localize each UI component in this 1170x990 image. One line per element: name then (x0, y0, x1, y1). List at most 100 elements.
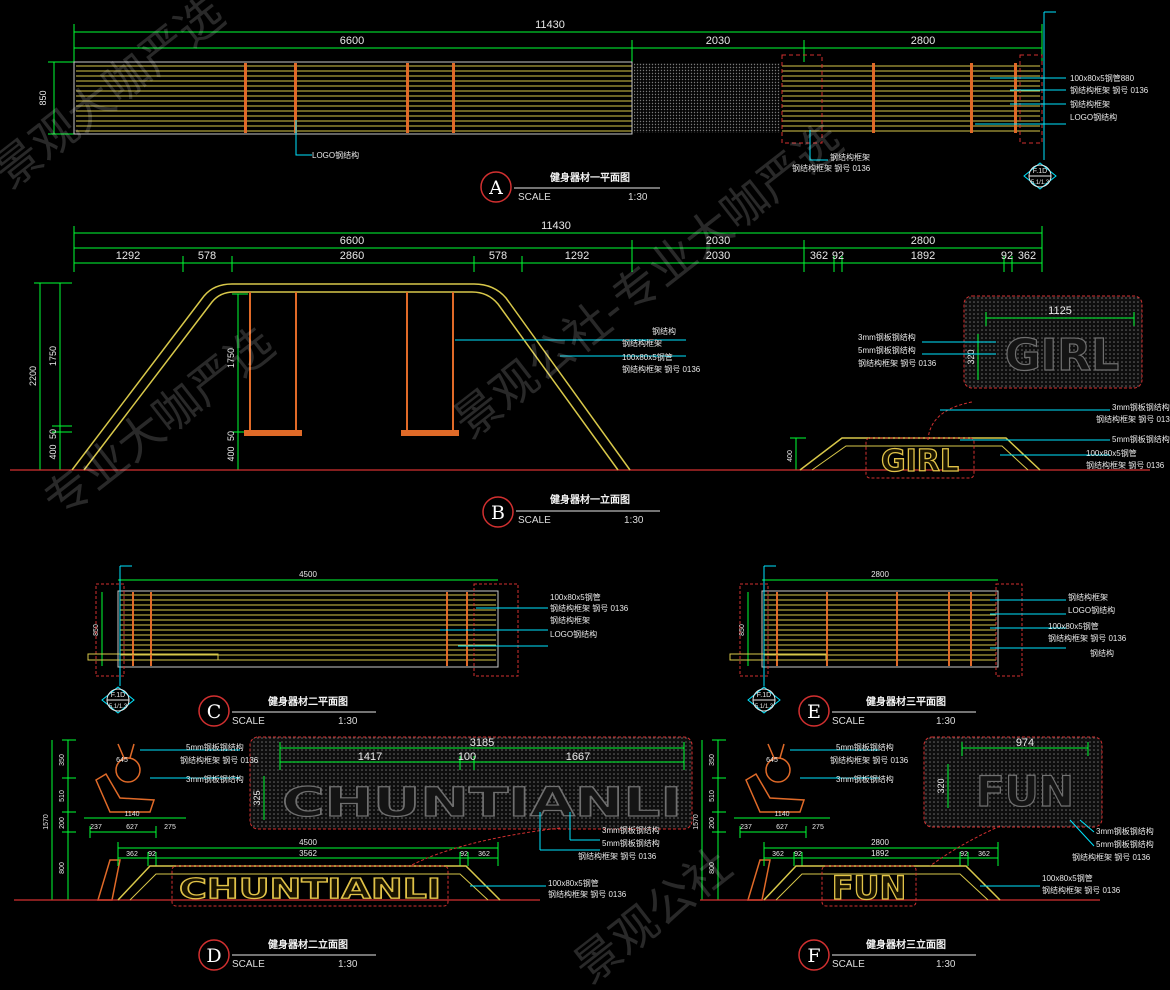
a-view-letter: A (488, 177, 503, 199)
b-frame (71, 283, 631, 471)
b-note-4: 钢结构框架 钢号 0136 (622, 364, 701, 374)
c-slats (120, 594, 496, 661)
d-v-200: 200 (59, 817, 66, 829)
d-note-2: 钢结构框架 钢号 0136 (180, 755, 259, 765)
br-note-5: 钢结构框架 钢号 0136 (1086, 460, 1165, 470)
watermark-3: 景观公社-专业大咖严选 (444, 113, 853, 449)
b-scale-label: SCALE (518, 515, 551, 526)
f-view-letter: F (807, 945, 820, 967)
b-dim-400: 400 (48, 444, 58, 459)
f-note-7: 100x80x5钢管 (1042, 873, 1093, 883)
e-note-1: 钢结构框架 (1068, 592, 1108, 602)
f-panel-w: 974 (1016, 737, 1034, 749)
b-view-title: 健身器材一立面图 (550, 493, 630, 506)
f-v-800: 800 (709, 862, 716, 874)
a-outline-left (73, 61, 633, 135)
c-scale-label: SCALE (232, 716, 265, 727)
girl-detail: 1125 320 GIRL 3mm钢板钢结构 5mm钢板钢结构 钢结构框架 钢号… (858, 295, 1143, 389)
f-sign-outline (821, 865, 917, 907)
b-note-1: 钢结构 (652, 326, 676, 336)
a-scale-label: SCALE (518, 192, 551, 203)
a-outline-end (1019, 54, 1043, 144)
f-sign: FUN (832, 869, 907, 907)
girl-dim-width: 1125 (1048, 305, 1072, 317)
chuntianli-detail: 3185 1417 100 1667 325 CHUNTIANLI (249, 736, 693, 867)
b-sub-1892: 1892 (911, 250, 935, 262)
d-panel-1667: 1667 (566, 751, 590, 763)
d-title-block: D 健身器材二立面图 SCALE 1:30 (198, 938, 376, 971)
d-panel-text: CHUNTIANLI (282, 780, 682, 826)
view-a-plan: 11430 6600 2030 2800 850 LOGO钢结构 (38, 11, 1149, 203)
a-note-2: 钢结构框架 钢号 0136 (1070, 85, 1149, 95)
b-sub-578b: 578 (489, 250, 507, 262)
c-note-3: 钢结构框架 (550, 615, 590, 625)
e-view-letter: E (807, 701, 821, 723)
girl-sign-outline (865, 437, 975, 479)
b-sub-2030: 2030 (706, 250, 730, 262)
c-title-block: C 健身器材二平面图 SCALE 1:30 (198, 695, 376, 727)
view-c-plan: 4500 850 100x80x5钢管 钢结构框架 钢号 0136 钢结构框架 … (87, 565, 629, 727)
f-note-8: 钢结构框架 钢号 0136 (1042, 885, 1121, 895)
f-title-block: F 健身器材三立面图 SCALE 1:30 (798, 938, 976, 971)
b-view-letter: B (491, 502, 505, 524)
d-view-letter: D (206, 945, 221, 967)
d-seat-627: 627 (126, 824, 138, 831)
e-dim-length: 2800 (871, 570, 889, 579)
f-seat-275: 275 (812, 824, 824, 831)
d-92b: 92 (460, 851, 468, 858)
e-scale-label: SCALE (832, 716, 865, 727)
b-sub-92a: 92 (832, 250, 844, 262)
e-slats (764, 594, 996, 661)
f-note-2: 钢结构框架 钢号 0136 (830, 755, 909, 765)
f-92a: 92 (794, 851, 802, 858)
girl-sign: GIRL (881, 444, 959, 479)
a-mid-note-1: 钢结构框架 (830, 152, 870, 162)
f-seat-237: 237 (740, 824, 752, 831)
d-note-7: 100x80x5钢管 (548, 878, 599, 888)
f-panel-text: FUN (976, 767, 1074, 816)
d-note-5: 5mm钢板钢结构 (602, 838, 660, 848)
a-dim-seg3: 2800 (911, 35, 935, 47)
b-sub-362b: 362 (1018, 250, 1036, 262)
d-sign-outline (171, 865, 449, 907)
d-note-1: 5mm钢板钢结构 (186, 742, 244, 752)
b-inner-1750: 1750 (226, 348, 236, 368)
fun-detail: 974 320 FUN (923, 736, 1103, 867)
c-scale-value: 1:30 (338, 716, 358, 727)
d-scale-label: SCALE (232, 959, 265, 970)
b-inner-50: 50 (226, 431, 236, 441)
a-posts (244, 63, 1017, 133)
f-v-350: 350 (709, 754, 716, 766)
f-seat-w: 1140 (774, 811, 789, 818)
e-note-4: 钢结构框架 钢号 0136 (1048, 633, 1127, 643)
d-note-3: 3mm钢板钢结构 (186, 774, 244, 784)
f-note-3: 3mm钢板钢结构 (836, 774, 894, 784)
f-92b: 92 (960, 851, 968, 858)
f-scale-label: SCALE (832, 959, 865, 970)
e-note-3: 100x80x5钢管 (1048, 621, 1099, 631)
br-note-2: 钢结构框架 钢号 0136 (1096, 414, 1170, 424)
c-dim-length: 4500 (299, 570, 317, 579)
d-sign: CHUNTIANLI (179, 872, 441, 905)
watermarks: 景观大咖严选 专业大咖严选 景观公社-专业大咖严选 景观公社 (0, 0, 852, 990)
e-view-title: 健身器材三平面图 (866, 695, 946, 708)
f-panel-h: 320 (936, 778, 946, 793)
d-panel-100: 100 (458, 751, 476, 763)
b-inner-400: 400 (226, 446, 236, 461)
a-view-title: 健身器材一平面图 (550, 171, 630, 184)
a-dim-height: 850 (38, 90, 48, 105)
f-362a: 362 (772, 851, 784, 858)
e-note-5: 钢结构 (1090, 648, 1114, 658)
f-v-1570: 1570 (693, 814, 700, 830)
c-dim-height: 850 (93, 624, 100, 636)
view-b-elevation: 11430 6600 2030 2800 1292 578 2860 578 1… (10, 220, 1170, 528)
d-panel-total: 3185 (470, 737, 494, 749)
e-note-2: LOGO钢结构 (1068, 605, 1115, 615)
f-note-5: 5mm钢板钢结构 (1096, 839, 1154, 849)
a-note-3: 钢结构框架 (1070, 99, 1110, 109)
b-dim-1750: 1750 (48, 346, 58, 366)
b-sub-1292b: 1292 (565, 250, 589, 262)
f-v-200: 200 (709, 817, 716, 829)
a-leaders (295, 11, 1066, 161)
b-sub-362a: 362 (810, 250, 828, 262)
